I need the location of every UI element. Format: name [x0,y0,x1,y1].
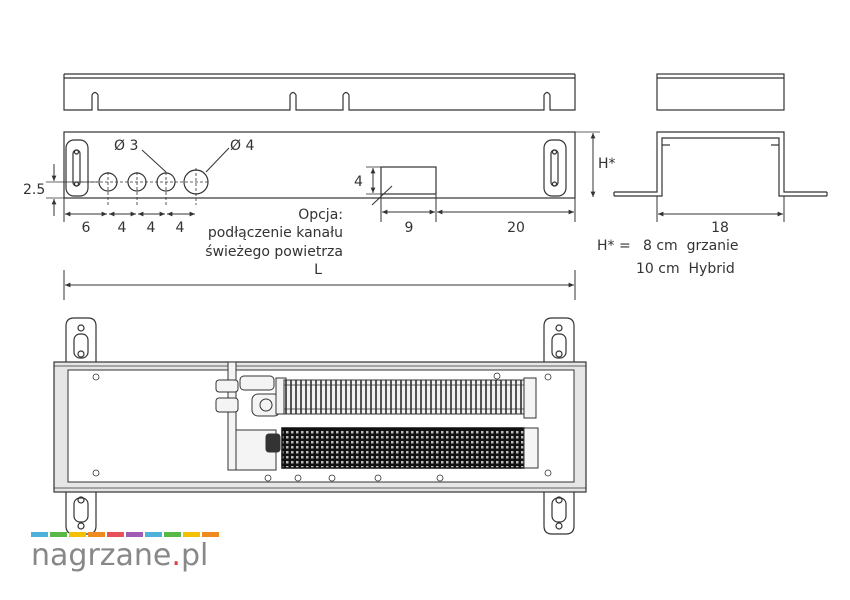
top-profile [63,73,576,111]
logo-bar-5 [107,532,124,537]
bracket-bottom-right [543,492,575,535]
spacing-2-label: 4 [147,220,156,236]
valve-fittings [215,361,287,471]
logo-bar-10 [202,532,219,537]
logo-text-tld: pl [180,538,209,573]
logo-bar-6 [126,532,143,537]
duct-offset-label: 20 [507,220,525,236]
logo-bar-4 [88,532,105,537]
side-section-view [613,131,828,197]
plan-view [53,317,587,535]
option-label: Opcja: [298,207,343,223]
logo-color-bars [31,532,221,537]
front-dimensions [46,131,600,300]
spacing-1-label: 4 [118,220,127,236]
side-dimensions [656,196,785,222]
logo-bar-2 [50,532,67,537]
front-view [63,131,576,206]
left-bracket [65,139,89,197]
logo-bar-7 [145,532,162,537]
bracket-top-right [543,317,575,362]
side-width-label: 18 [711,220,729,236]
option-text-1: podłączenie kanału [208,225,343,241]
plan-brackets [65,317,575,535]
legend-key: H* = [597,238,631,254]
fresh-air-height-label: 4 [354,174,363,190]
logo-dot: . [171,538,181,573]
duct-width-label: 9 [405,220,414,236]
option-text-2: świeżego powietrza [205,244,343,260]
logo-text-main: nagrzane [31,538,172,573]
hole-large-label: Ø 4 [230,138,254,154]
bracket-bottom-left [65,492,97,535]
fan-grille [281,427,525,469]
edge-dim-label: 6 [82,220,91,236]
bracket-top-left [65,317,97,362]
side-profile-top [656,73,785,111]
logo-bar-8 [164,532,181,537]
logo-text: nagrzane.pl [31,537,221,575]
legend-value-2: 10 cm Hybrid [636,261,735,277]
logo-bar-1 [31,532,48,537]
logo-bar-3 [69,532,86,537]
logo-bar-9 [183,532,200,537]
right-bracket [543,139,567,197]
hole-small-label: Ø 3 [114,138,138,154]
nagrzane-logo[interactable]: nagrzane.pl [31,532,221,582]
pipe-holes [76,147,230,205]
fresh-air-duct [380,166,437,195]
spacing-3-label: 4 [176,220,185,236]
legend-value-1: 8 cm grzanie [643,238,739,254]
height-offset-label: 2.5 [23,182,45,198]
heat-exchanger [283,379,525,415]
height-label: H* [598,156,616,172]
length-label: L [314,262,322,278]
labels: Ø 3 Ø 4 2.5 4 6 4 4 4 9 20 Opcja: podłąc… [23,138,739,278]
